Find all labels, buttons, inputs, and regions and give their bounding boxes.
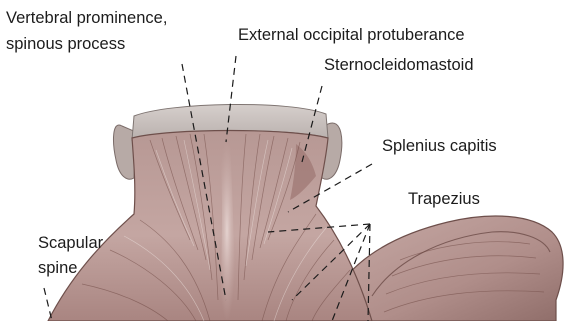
label-scapular-spine-line2: spine [38, 259, 77, 277]
label-sternocleidomastoid: Sternocleidomastoid [324, 56, 474, 74]
label-scapular-spine-line1: Scapular [38, 234, 104, 252]
label-vertebral-prominence-line1: Vertebral prominence, [6, 9, 167, 27]
label-trapezius: Trapezius [408, 190, 480, 208]
leader-scapular-spine [44, 288, 52, 321]
label-external-occipital-protuberance: External occipital protuberance [238, 26, 465, 44]
neck-and-back [48, 131, 372, 321]
label-splenius-capitis: Splenius capitis [382, 137, 497, 155]
label-vertebral-prominence-line2: spinous process [6, 35, 125, 53]
